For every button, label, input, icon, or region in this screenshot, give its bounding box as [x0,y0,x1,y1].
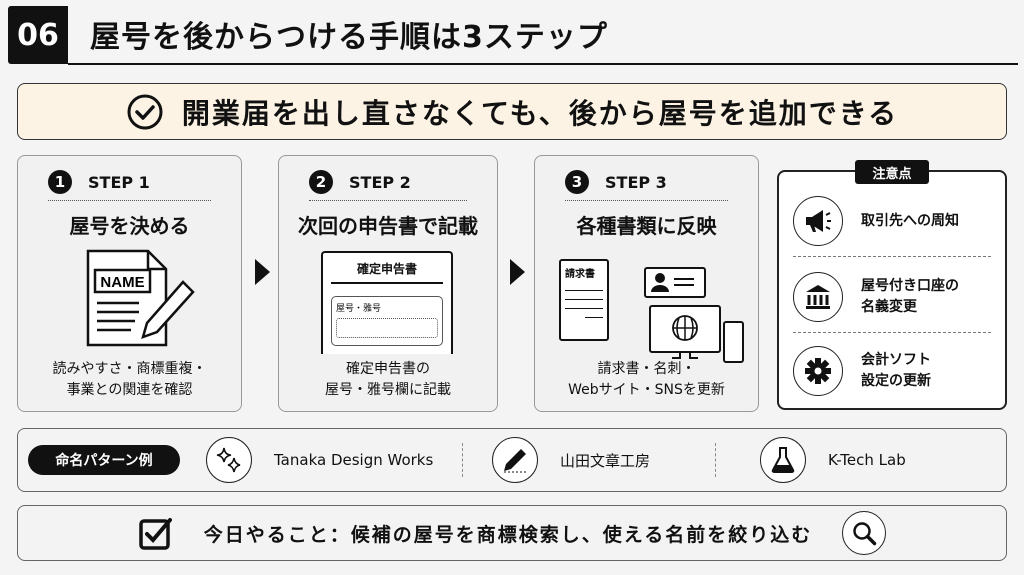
divider [309,200,467,201]
caution-line: 名義変更 [861,299,917,315]
divider [48,200,211,201]
divider [793,256,991,257]
step-badge: 3 [565,170,589,194]
invoice-icon: 請求書 [559,259,609,341]
pen-icon [492,437,538,483]
desc-line: 請求書・名刺・ [597,361,696,377]
naming-example-text: K-Tech Lab [828,451,906,469]
desc-line: 確定申告書の [346,361,430,377]
step-badge: 1 [48,170,72,194]
caution-item: 会計ソフト設定の更新 [793,346,991,396]
search-icon [842,511,887,555]
caution-panel: 取引先への周知 屋号付き口座の名義変更 会計ソフト設定の更新 [777,170,1007,410]
divider [462,443,463,477]
step-label: STEP 2 [349,172,411,192]
caution-label: 注意点 [855,160,929,184]
naming-examples-row: 命名パターン例 Tanaka Design Works 山田文章工房 K-Tec… [17,428,1007,492]
caution-line: 屋号付き口座の [861,278,959,294]
form-field-label: 屋号・雅号 [336,304,382,314]
title-underline [68,63,1018,65]
desc-line: Webサイト・SNSを更新 [568,382,725,398]
caution-text: 取引先への周知 [861,212,959,229]
naming-example: Tanaka Design Works [206,437,433,483]
caution-line: 設定の更新 [861,373,931,389]
caution-item: 屋号付き口座の名義変更 [793,272,991,322]
form-field-input [336,318,438,338]
step-card-1: 1 STEP 1 屋号を決める NAME 読みやすさ・商標重複・事業との関連を確認 [17,155,242,412]
naming-example-text: Tanaka Design Works [274,451,434,469]
naming-example: K-Tech Lab [760,437,906,483]
caution-text: 屋号付き口座の名義変更 [861,276,959,318]
section-number: 06 [8,6,68,64]
todo-row: 今日やること：候補の屋号を商標検索し、使える名前を絞り込む [17,505,1007,561]
divider [793,332,991,333]
form-title: 確定申告書 [356,262,417,276]
naming-example: 山田文章工房 [492,437,650,483]
key-message-banner: 開業届を出し直さなくても、後から屋号を追加できる [17,83,1007,140]
checkbox-icon [139,518,172,550]
step-description: 読みやすさ・商標重複・事業との関連を確認 [18,359,241,401]
step-title: 次回の申告書で記載 [298,214,478,238]
document-pencil-icon: NAME [86,249,195,347]
step-title: 屋号を決める [69,214,190,238]
gear-icon [793,346,843,396]
check-circle-icon [127,94,163,129]
business-card-web-icon [644,267,744,363]
page-title: 屋号を後からつける手順は3ステップ [90,20,608,55]
divider [565,200,728,201]
megaphone-icon [793,196,843,246]
step-description: 請求書・名刺・ Webサイト・SNSを更新 [535,359,758,401]
caution-text: 会計ソフト設定の更新 [861,350,931,392]
arrow-right-icon [510,259,525,285]
step-badge: 2 [309,170,333,194]
step-label: STEP 3 [605,172,667,192]
step-card-3: 3 STEP 3 各種書類に反映 請求書 請求書・名刺・ Webサイト・SNSを更新 [534,155,759,412]
desc-line: 事業との関連を確認 [66,382,193,398]
bank-icon [793,272,843,322]
todo-text: 今日やること：候補の屋号を商標検索し、使える名前を絞り込む [203,523,813,546]
desc-line: 読みやすさ・商標重複・ [52,361,207,377]
invoice-title: 請求書 [565,269,595,280]
caution-line: 会計ソフト [861,352,931,368]
step-label: STEP 1 [88,172,150,192]
banner-text: 開業届を出し直さなくても、後から屋号を追加できる [181,96,899,130]
desc-line: 屋号・雅号欄に記載 [325,382,451,398]
name-label: NAME [100,274,144,291]
tax-return-form: 確定申告書 屋号・雅号 [321,251,453,354]
divider [715,443,716,477]
naming-example-text: 山田文章工房 [560,451,651,470]
sparkle-icon [206,437,252,483]
flask-icon [760,437,806,483]
caution-item: 取引先への周知 [793,196,991,246]
arrow-right-icon [255,259,270,285]
naming-label: 命名パターン例 [28,445,180,475]
step-description: 確定申告書の屋号・雅号欄に記載 [279,359,497,401]
step-title: 各種書類に反映 [576,214,717,238]
